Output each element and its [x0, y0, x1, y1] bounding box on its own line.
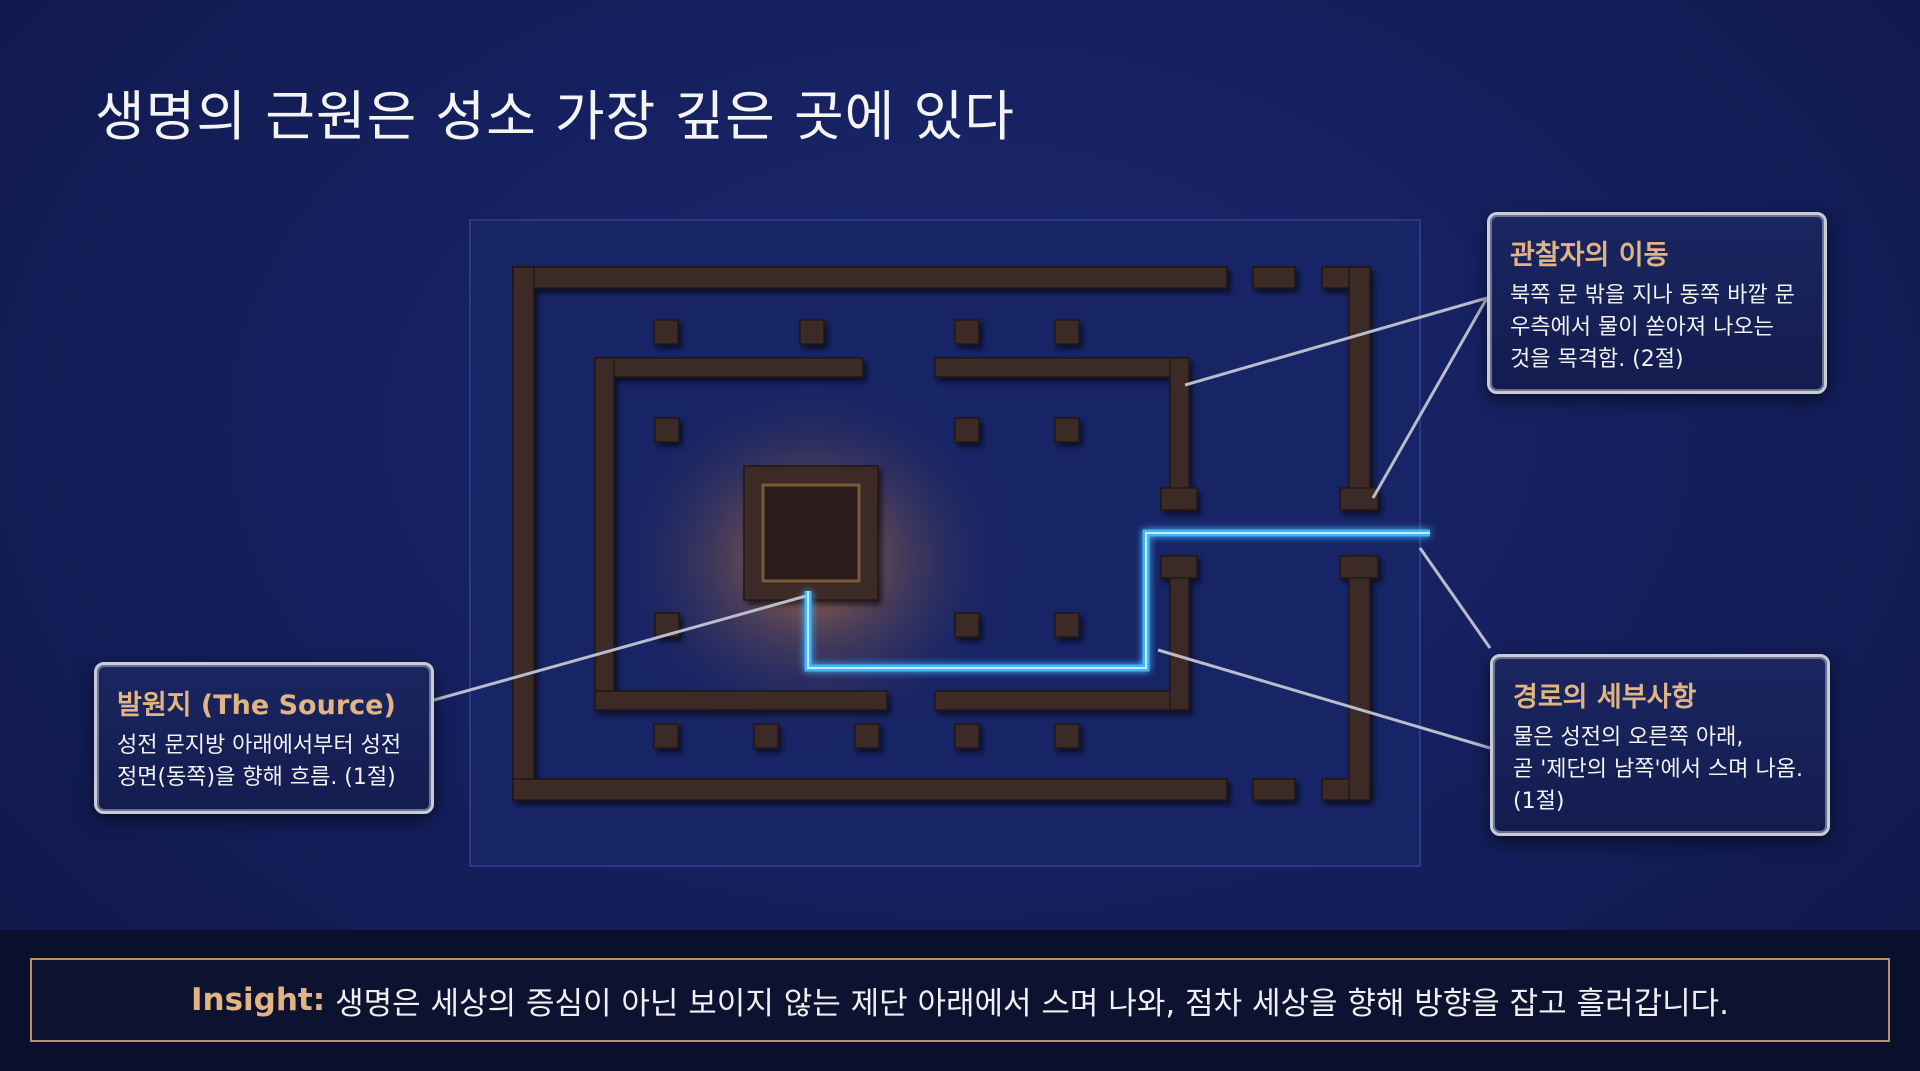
pillar — [854, 723, 880, 749]
callout-path-details: 경로의 세부사항 물은 성전의 오른쪽 아래, 곧 '제단의 남쪽'에서 스며 … — [1490, 654, 1830, 836]
callout-body: 성전 문지방 아래에서부터 성전 정면(동쪽)을 향해 흐름. (1절) — [117, 733, 402, 790]
sanctuary-inner — [761, 483, 861, 583]
pillar — [1054, 612, 1080, 638]
pillar — [954, 417, 980, 443]
outer-gate-cap-lower — [1339, 555, 1379, 579]
callout-heading: 경로의 세부사항 — [1513, 682, 1697, 713]
pillar — [1054, 319, 1080, 345]
outer-wall-bottom — [512, 778, 1228, 801]
temple-walls — [512, 266, 1379, 801]
pillar — [954, 612, 980, 638]
pillar — [954, 723, 980, 749]
inner-wall-bottom-left — [594, 690, 888, 711]
insight-banner: Insight: 생명은 세상의 증심이 아닌 보이지 않는 제단 아래에서 스… — [30, 958, 1890, 1042]
outer-wall-top — [512, 266, 1228, 289]
leader-line-path-2 — [1157, 648, 1491, 750]
insight-label: Insight: — [190, 982, 326, 1018]
inner-wall-top-right — [934, 357, 1190, 378]
callout-heading: 발원지 (The Source) — [117, 690, 396, 721]
callout-body: 북쪽 문 밖을 지나 동쪽 바깥 문 우측에서 물이 쏟아져 나오는 것을 목격… — [1510, 283, 1795, 372]
outer-wall-right-lower — [1348, 555, 1371, 801]
pillar — [753, 723, 779, 749]
outer-wall-top-stub — [1252, 266, 1296, 289]
leader-line-source — [433, 594, 807, 702]
leader-line-observer-2 — [1371, 297, 1489, 499]
pillar — [1054, 417, 1080, 443]
inner-wall-top-left — [594, 357, 864, 378]
inner-wall-left — [594, 357, 615, 711]
pillar — [799, 319, 825, 345]
temple-diagram — [433, 219, 1492, 867]
callout-body: 물은 성전의 오른쪽 아래, 곧 '제단의 남쪽'에서 스며 나옴. (1절) — [1513, 725, 1803, 814]
outer-wall-left — [512, 266, 535, 801]
leader-lines — [433, 296, 1492, 750]
inner-wall-right-upper — [1169, 357, 1190, 511]
insight-text: 생명은 세상의 증심이 아닌 보이지 않는 제단 아래에서 스며 나와, 점차 … — [335, 985, 1730, 1022]
pillar — [654, 417, 680, 443]
leader-line-observer-1 — [1184, 296, 1488, 387]
pillar — [653, 723, 679, 749]
callout-observer-movement: 관찰자의 이동 북쪽 문 밖을 지나 동쪽 바깥 문 우측에서 물이 쏟아져 나… — [1487, 212, 1827, 394]
water-path-core — [807, 532, 1430, 669]
inner-wall-bottom-right — [934, 690, 1190, 711]
leader-line-path-1 — [1418, 547, 1492, 649]
outer-wall-bottom-stub — [1252, 778, 1296, 801]
callout-source: 발원지 (The Source) 성전 문지방 아래에서부터 성전 정면(동쪽)… — [94, 662, 434, 814]
page-title: 생명의 근원은 성소 가장 깊은 곳에 있다 — [95, 85, 1015, 148]
inner-gate-cap-upper — [1160, 487, 1198, 511]
inner-gate-cap-lower — [1160, 555, 1198, 579]
pillar — [653, 319, 679, 345]
outer-wall-right-upper — [1348, 266, 1371, 511]
callout-heading: 관찰자의 이동 — [1510, 240, 1669, 271]
pillar — [1054, 723, 1080, 749]
outer-gate-cap-upper — [1339, 487, 1379, 511]
pillar — [954, 319, 980, 345]
inner-wall-right-lower — [1169, 555, 1190, 711]
